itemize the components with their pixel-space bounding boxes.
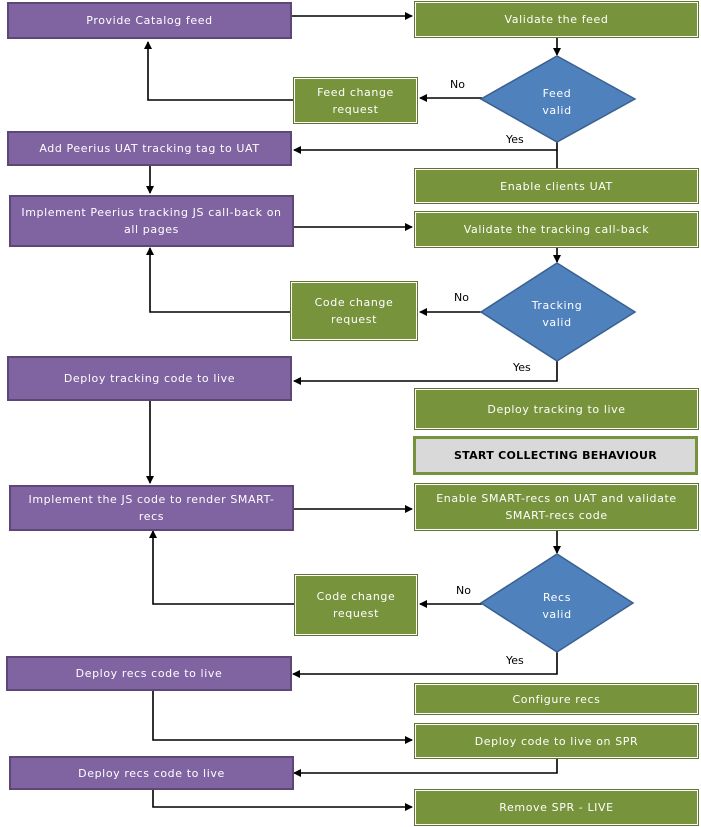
start-collecting-box: START COLLECTING BEHAVIOUR <box>413 436 698 475</box>
validate-feed-box: Validate the feed <box>414 1 699 38</box>
tracking-valid-decision <box>479 262 637 362</box>
implement-js-render-box: Implement the JS code to render SMART-re… <box>9 485 294 531</box>
add-uat-tag-box: Add Peerius UAT tracking tag to UAT <box>7 131 292 166</box>
tracking-valid-label: Tracking valid <box>531 299 583 329</box>
deploy-recs-code-box-1: Deploy recs code to live <box>6 656 292 691</box>
deploy-tracking-live-box: Deploy tracking to live <box>414 388 699 430</box>
configure-recs-box: Configure recs <box>414 683 699 715</box>
recs-valid-decision <box>479 553 635 653</box>
feed-valid-label: Feed valid <box>542 87 572 117</box>
feed-change-request-box: Feed change request <box>293 77 418 124</box>
recs-yes-label: Yes <box>506 654 524 667</box>
enable-smart-recs-box: Enable SMART-recs on UAT and validate SM… <box>414 483 699 531</box>
feed-valid-decision <box>479 55 637 143</box>
deploy-tracking-code-box: Deploy tracking code to live <box>7 356 292 401</box>
deploy-recs-code-box-2: Deploy recs code to live <box>9 756 294 790</box>
implement-tracking-box: Implement Peerius tracking JS call-back … <box>9 195 294 247</box>
recs-valid-label: Recs valid <box>542 591 572 621</box>
validate-tracking-box: Validate the tracking call-back <box>414 211 699 248</box>
remove-spr-box: Remove SPR - LIVE <box>414 789 699 826</box>
feed-yes-label: Yes <box>506 133 524 146</box>
enable-clients-uat-box: Enable clients UAT <box>414 168 699 204</box>
recs-no-label: No <box>456 584 471 597</box>
tracking-no-label: No <box>454 291 469 304</box>
tracking-yes-label: Yes <box>513 361 531 374</box>
code-change-request-box-1: Code change request <box>290 281 418 341</box>
deploy-code-spr-box: Deploy code to live on SPR <box>414 723 699 759</box>
feed-no-label: No <box>450 78 465 91</box>
provide-catalog-feed-box: Provide Catalog feed <box>7 2 292 39</box>
code-change-request-box-2: Code change request <box>294 574 418 636</box>
